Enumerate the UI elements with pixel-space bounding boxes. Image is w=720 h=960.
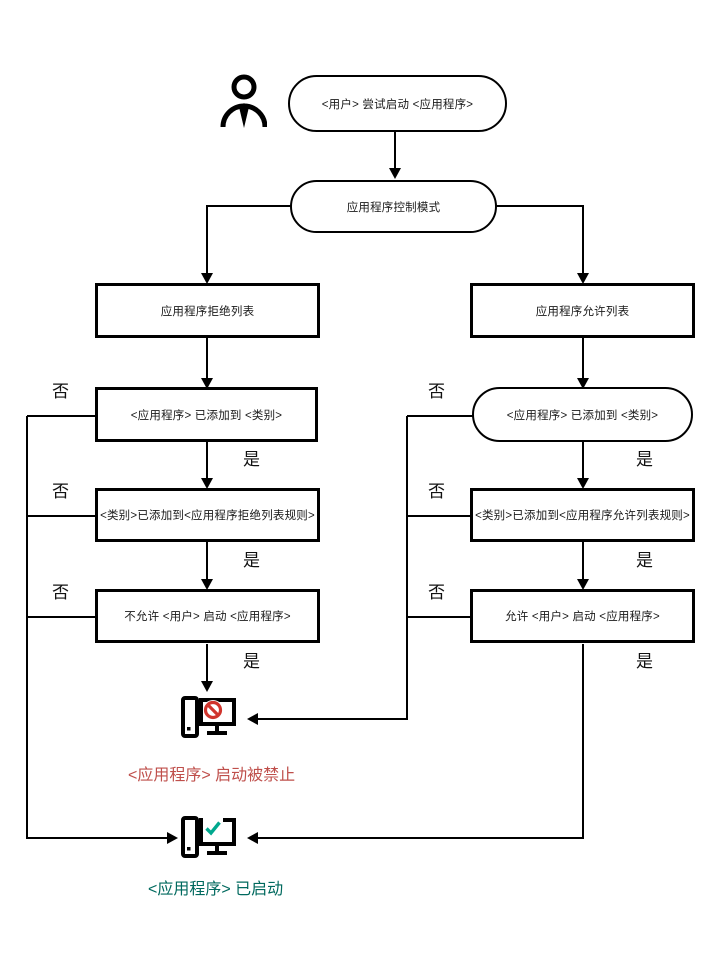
- node-user-allowed-to-start: 允许 <用户> 启动 <应用程序>: [470, 589, 695, 643]
- node-category-in-allowlist-rules: <类别>已添加到<应用程序允许列表规则>: [470, 488, 695, 542]
- label-no: 否: [428, 382, 445, 401]
- label-no: 否: [428, 482, 445, 501]
- label-yes: 是: [243, 652, 260, 671]
- node-allow-app-added-to-category: <应用程序> 已添加到 <类别>: [472, 387, 693, 442]
- label-yes: 是: [636, 551, 653, 570]
- caption-app-started: <应用程序> 已启动: [148, 881, 284, 898]
- node-app-control-mode: 应用程序控制模式: [290, 180, 497, 233]
- checkmark-icon: [203, 818, 223, 838]
- node-denylist: 应用程序拒绝列表: [95, 283, 320, 338]
- label-no: 否: [52, 382, 69, 401]
- label-no: 否: [428, 583, 445, 602]
- prohibition-icon: [203, 700, 223, 720]
- node-deny-app-added-to-category: <应用程序> 已添加到 <类别>: [95, 387, 318, 442]
- label-yes: 是: [636, 652, 653, 671]
- node-user-starts-app: <用户> 尝试启动 <应用程序>: [288, 75, 507, 132]
- label-yes: 是: [243, 450, 260, 469]
- node-category-in-denylist-rules: <类别>已添加到<应用程序拒绝列表规则>: [95, 488, 320, 542]
- label-no: 否: [52, 583, 69, 602]
- label-yes: 是: [243, 551, 260, 570]
- computer-blocked-icon: [181, 696, 236, 738]
- computer-started-icon: [181, 816, 236, 858]
- node-allowlist: 应用程序允许列表: [470, 283, 695, 338]
- person-icon: [220, 74, 267, 128]
- caption-app-start-blocked: <应用程序> 启动被禁止: [128, 767, 296, 784]
- label-yes: 是: [636, 450, 653, 469]
- label-no: 否: [52, 482, 69, 501]
- node-user-not-allowed-to-start: 不允许 <用户> 启动 <应用程序>: [95, 589, 320, 643]
